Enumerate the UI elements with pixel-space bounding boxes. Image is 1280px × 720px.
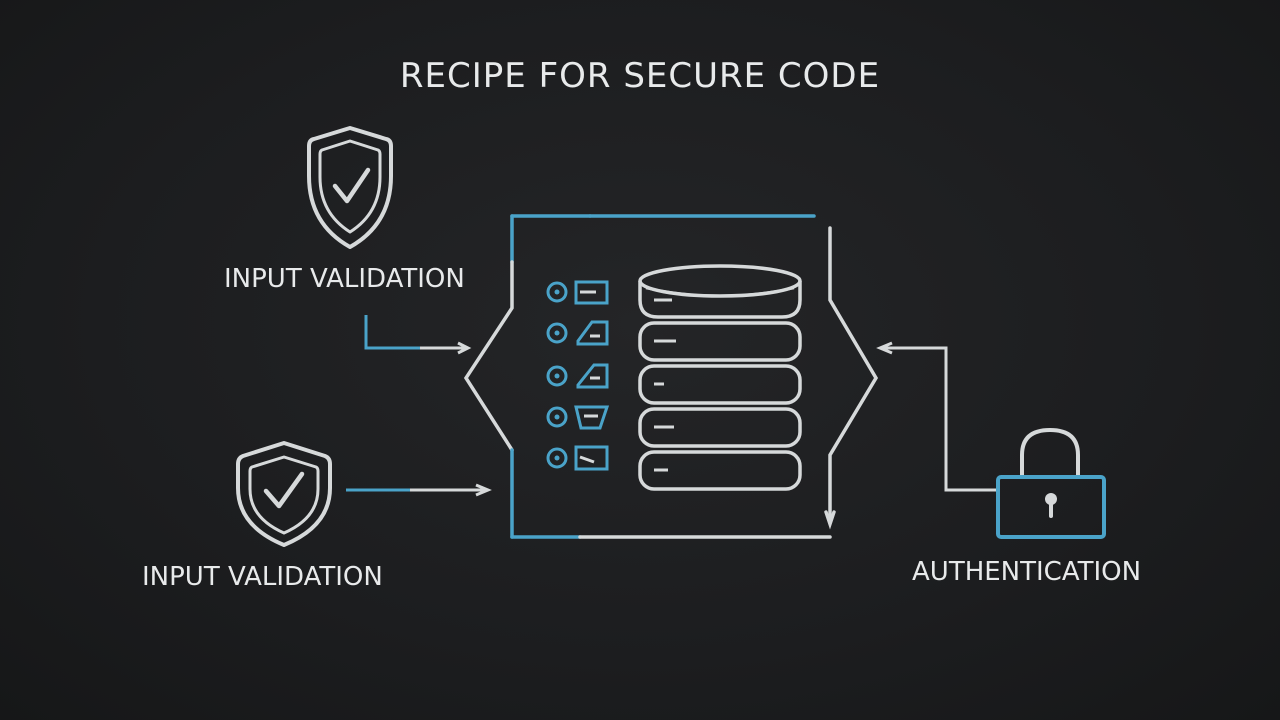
connector-input-bottom <box>346 483 492 497</box>
shield-check-icon <box>307 126 393 249</box>
label-input-validation: INPUT VALIDATION <box>142 562 383 592</box>
connector-input-top <box>364 315 472 355</box>
checklist-icon <box>546 280 610 471</box>
padlock-icon <box>996 427 1106 539</box>
label-authentication: AUTHENTICATION <box>912 557 1142 587</box>
connector-authentication <box>876 341 996 492</box>
database-icon <box>638 264 802 491</box>
checklist-item <box>546 405 610 430</box>
shield-check-icon <box>236 441 332 547</box>
checklist-item <box>546 363 609 389</box>
checklist-item <box>546 445 609 471</box>
label-input-validation: INPUT VALIDATION <box>224 264 465 294</box>
diagram-title: RECIPE FOR SECURE CODE <box>399 56 881 96</box>
checklist-item <box>546 320 609 346</box>
checklist-item <box>546 280 609 305</box>
code-frame <box>463 214 879 539</box>
